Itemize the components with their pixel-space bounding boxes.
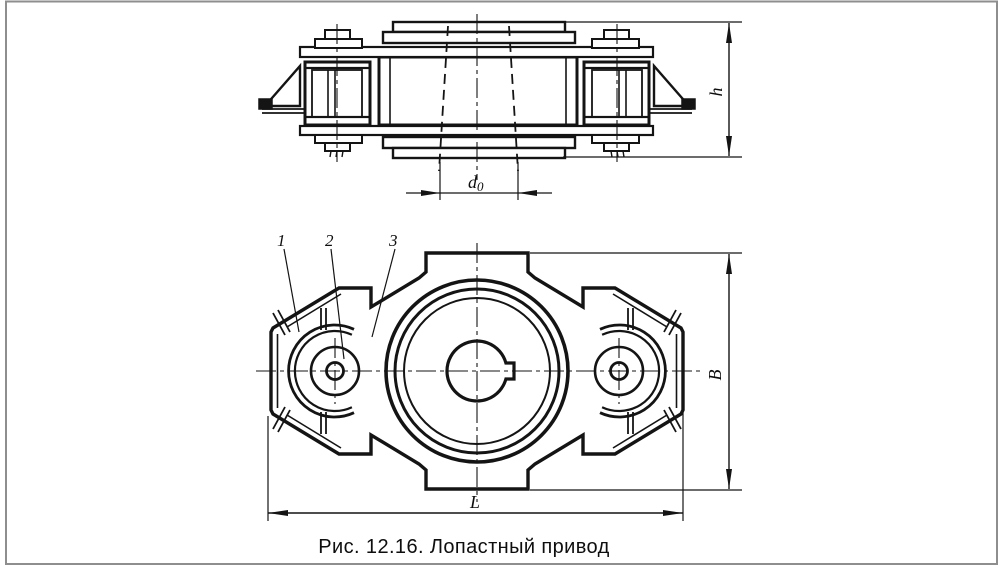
top-view-side-elevation: h d0 [258,14,742,200]
central-drum [377,55,579,127]
dimension-B [530,252,742,491]
top-view-centerlines [336,14,618,180]
arrowhead-down-icon [726,136,732,156]
plan-view-centerlines [256,243,702,502]
figure-caption: Рис. 12.16. Лопастный привод [318,536,609,558]
hidden-bore-lines [438,25,519,172]
dim-h-label: h [706,88,726,97]
arrowhead-right-icon [421,190,440,196]
dimension-L [267,412,684,521]
arrowhead-left-icon [518,190,537,196]
arrowhead-up-icon [726,23,732,43]
dimension-d0 [406,162,552,200]
arrowhead-right-icon [663,510,683,516]
part-label-3: 3 [388,231,398,250]
dim-L-label: L [469,492,480,512]
part-leader-lines [283,248,396,360]
dim-B-label: B [705,370,725,381]
dim-d0-label: d0 [468,172,484,194]
drum-flange-plates [381,20,577,160]
arrowhead-left-icon [268,510,288,516]
page-frame-border [5,0,998,565]
plan-view: B L 1 2 3 [256,231,742,521]
arrowhead-down-icon [726,469,732,489]
part-label-1: 1 [277,231,286,250]
dimension-h [563,21,742,158]
blade-ribs [272,308,682,434]
arrowhead-up-icon [726,254,732,274]
part-label-2: 2 [325,231,334,250]
